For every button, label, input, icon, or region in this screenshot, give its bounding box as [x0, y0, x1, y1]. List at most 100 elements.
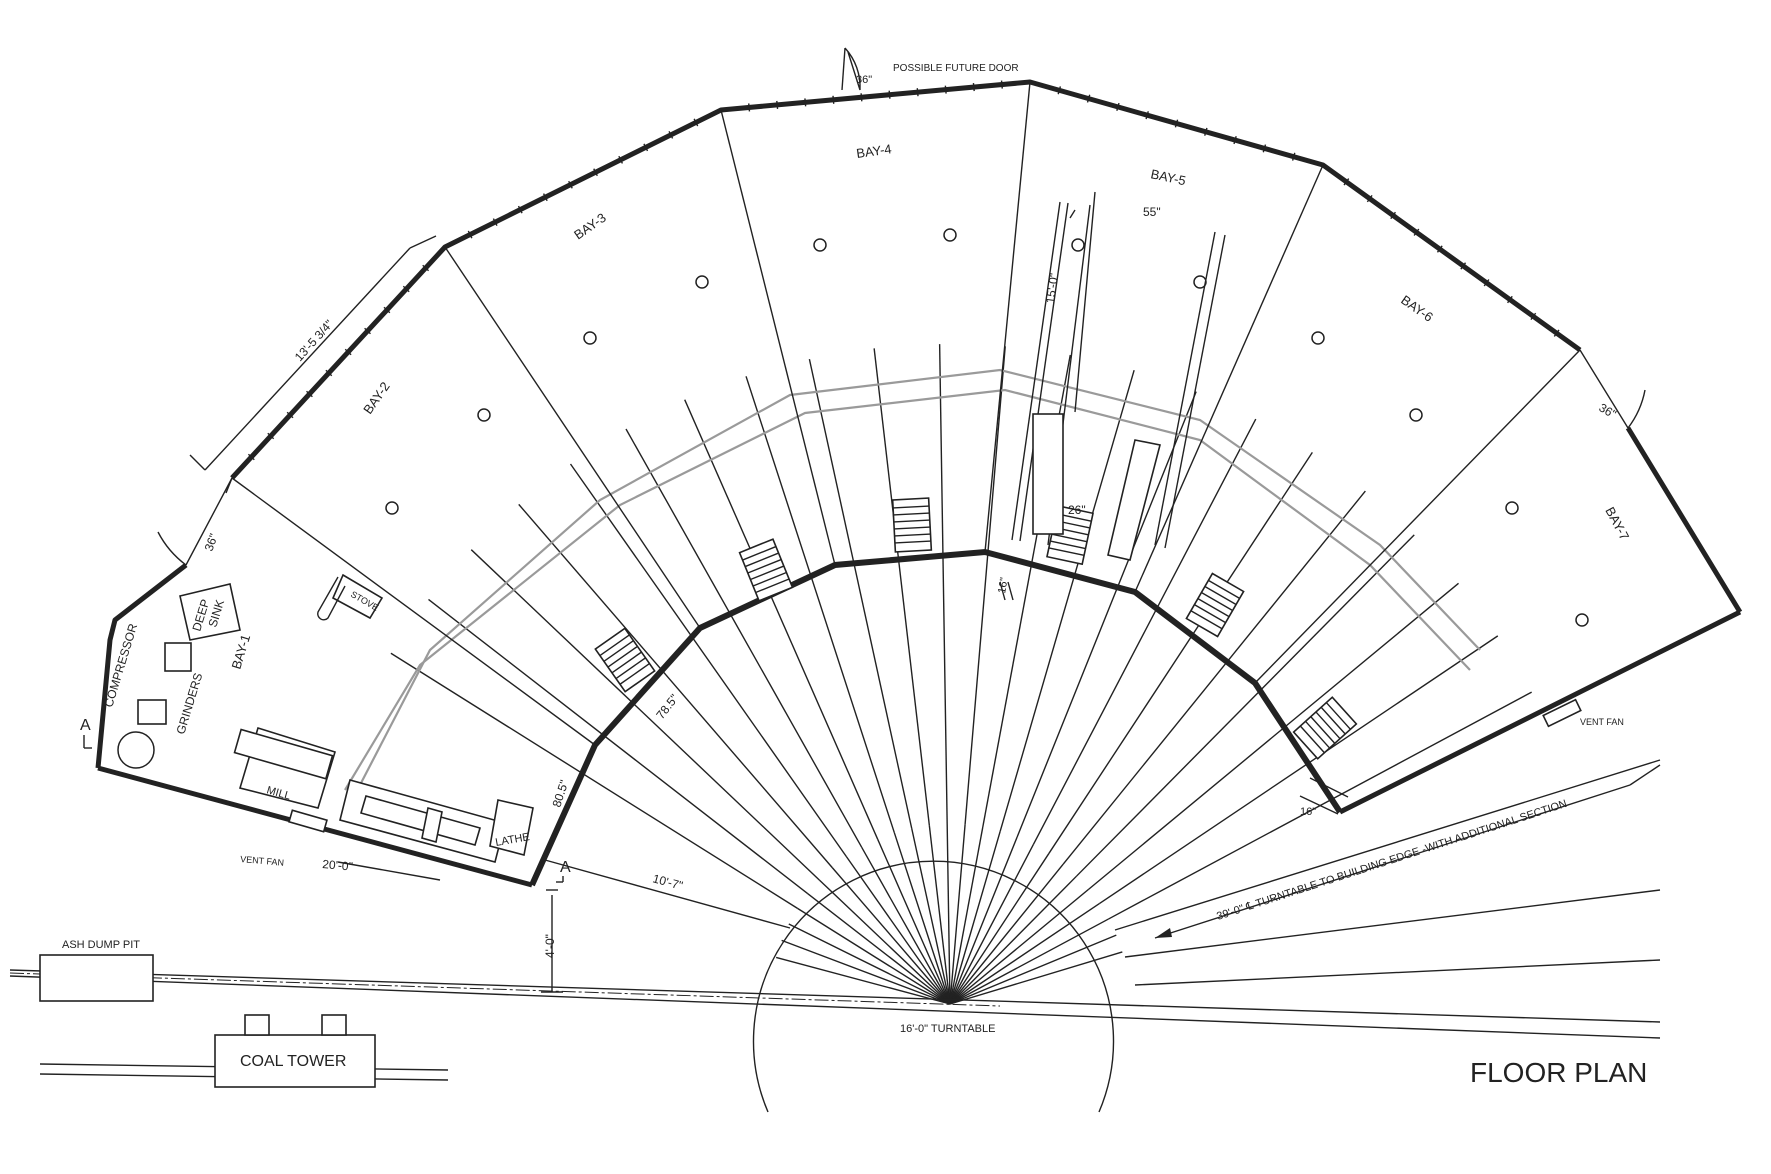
vent-fan-right-label: VENT FAN [1580, 717, 1624, 727]
bay-6-label: BAY-6 [1398, 292, 1436, 325]
track-line [964, 346, 1006, 825]
ladder-frame [738, 538, 794, 602]
bay-7-label: BAY-7 [1602, 504, 1632, 542]
ladder-rung [755, 578, 790, 594]
dim-36-top-label: 36" [856, 74, 872, 86]
turntable-radial [845, 856, 951, 1005]
turntable-radial [861, 846, 951, 1005]
track-line [745, 376, 896, 834]
dim-55-label: 55" [1143, 205, 1161, 219]
ladder-rung [1325, 702, 1351, 730]
turntable-radial [807, 893, 951, 1005]
deep-sink [179, 583, 241, 641]
turntable-radial [949, 903, 1100, 1005]
turntable-radial [877, 838, 951, 1005]
turntable-radial [949, 824, 966, 1005]
turntable-radial [893, 832, 951, 1005]
ladder-rung [1204, 585, 1237, 606]
bumper-post [1575, 613, 1589, 627]
grinder-1 [137, 699, 167, 725]
lathe-label: LATHE [494, 831, 530, 849]
bay-1-label: BAY-1 [229, 633, 254, 671]
track-line [1048, 451, 1313, 854]
dim-4-0-label: 4'-0" [543, 934, 557, 958]
turntable-radial [831, 867, 951, 1005]
dim-15-0-label: 15'-0" [1043, 272, 1061, 304]
ladder-rung [1048, 547, 1085, 557]
section-mark-a-left: A [80, 717, 91, 734]
ladder [594, 627, 656, 693]
coal-tower [214, 1014, 376, 1088]
dim-39-0-label: 39'-0" ℄ TURNTABLE TO BUILDING EDGE -WIT… [1215, 798, 1568, 923]
turntable-radial [781, 939, 951, 1005]
bay5-pit-rails [1011, 201, 1226, 561]
bumper-post [1505, 501, 1519, 515]
bay-5-label: BAY-5 [1149, 166, 1187, 188]
bay-3-label: BAY-3 [571, 210, 609, 243]
ladder-rung [1315, 711, 1341, 740]
turntable-radial [949, 951, 1123, 1005]
turntable-radial [797, 907, 951, 1005]
track-line [625, 428, 863, 848]
turntable-radial [949, 918, 1109, 1005]
ash-dump-pit-label: ASH DUMP PIT [62, 939, 140, 951]
ladder-rung [615, 657, 646, 680]
turntable-radial [910, 827, 951, 1005]
turntable-radial [949, 934, 1117, 1005]
bumper-post [477, 408, 491, 422]
drawing-title: FLOOR PLAN [1470, 1057, 1647, 1088]
bumper-post [583, 331, 597, 345]
building-inner-wall [529, 548, 1343, 887]
ladder [1292, 696, 1358, 760]
dim-36-right-label: 36" [1597, 400, 1619, 421]
bumper-post [695, 275, 709, 289]
turntable-radial [949, 826, 984, 1005]
coal-tower-label: COAL TOWER [240, 1053, 346, 1070]
track-line [873, 348, 931, 826]
turntable-radial [949, 853, 1050, 1005]
yard-tracks [9, 759, 1661, 1081]
ladder-rung [607, 645, 638, 668]
ladder-rung [1305, 720, 1331, 749]
track-line [1062, 490, 1366, 865]
building-outer-wall [95, 79, 1743, 888]
ladder-rung [1197, 597, 1230, 618]
turntable-radial [946, 824, 951, 1005]
compressor-tank [117, 731, 155, 769]
ladder-rung [1051, 533, 1088, 543]
ladder-rung [1320, 706, 1346, 735]
ladder-rung [1299, 725, 1325, 754]
ladder-rung [1190, 610, 1223, 630]
ladder-rung [894, 526, 931, 530]
bay-4-label: BAY-4 [855, 141, 892, 161]
ladder-rung [611, 651, 642, 674]
track-line [1016, 391, 1197, 838]
ladder-rung [742, 545, 777, 561]
ladder-rung [1310, 716, 1336, 744]
turntable-radial [949, 830, 1001, 1005]
ladder [891, 497, 933, 553]
turntable [752, 824, 1123, 1113]
vent-fan-left-label: VENT FAN [240, 854, 285, 868]
ladder-frame [1292, 696, 1358, 760]
bumper-post [1409, 408, 1423, 422]
track-line [428, 598, 809, 895]
ladders [594, 497, 1358, 760]
shop-equipment [117, 573, 1582, 863]
bumper-post [943, 228, 957, 242]
ladder-frame [594, 627, 656, 693]
bumper-post [1071, 238, 1085, 252]
ladder-rung [747, 558, 782, 574]
dim-36-left-label: 36" [202, 532, 221, 553]
wall-ticks [247, 80, 1560, 461]
ladder-rung [599, 634, 630, 657]
track-line [390, 652, 798, 909]
dim-16-a-label: 16" [996, 576, 1011, 594]
ladder-rung [893, 512, 930, 516]
bay-dividers [231, 81, 1741, 813]
dim-13-5-label: 13'-5 3/4" [292, 317, 336, 364]
door-swings [157, 47, 1646, 566]
ladder-rung [752, 571, 787, 587]
turntable-radial [949, 836, 1018, 1005]
